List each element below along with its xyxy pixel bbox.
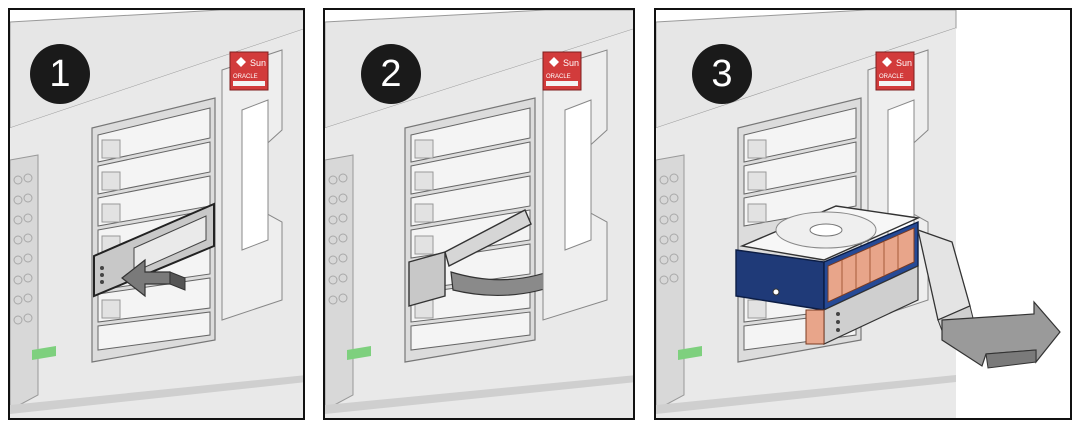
- step-3-illustration: Sun ORACLE: [656, 10, 1061, 418]
- sun-oracle-logo: Sun ORACLE: [542, 51, 582, 91]
- pull-out-arrow: [941, 300, 1061, 369]
- step-number-3: 3: [692, 44, 752, 104]
- step-number-1: 1: [30, 44, 90, 104]
- step-1-illustration: Sun ORACLE: [10, 10, 303, 418]
- step-3-panel: Sun ORACLE: [654, 8, 1072, 420]
- svg-text:ORACLE: ORACLE: [546, 74, 571, 80]
- step-number-2: 2: [361, 44, 421, 104]
- sun-oracle-logo: Sun ORACLE: [229, 51, 269, 91]
- svg-text:Sun: Sun: [563, 58, 579, 68]
- svg-text:Sun: Sun: [250, 58, 266, 68]
- step-1-panel: Sun ORACLE 1: [8, 8, 305, 420]
- step-2-panel: Sun ORACLE 2: [323, 8, 635, 420]
- svg-text:ORACLE: ORACLE: [233, 74, 258, 80]
- hard-drive-pulled-out: [735, 205, 975, 345]
- sun-oracle-logo: Sun ORACLE: [875, 51, 915, 91]
- svg-text:ORACLE: ORACLE: [879, 74, 904, 80]
- svg-text:Sun: Sun: [896, 58, 912, 68]
